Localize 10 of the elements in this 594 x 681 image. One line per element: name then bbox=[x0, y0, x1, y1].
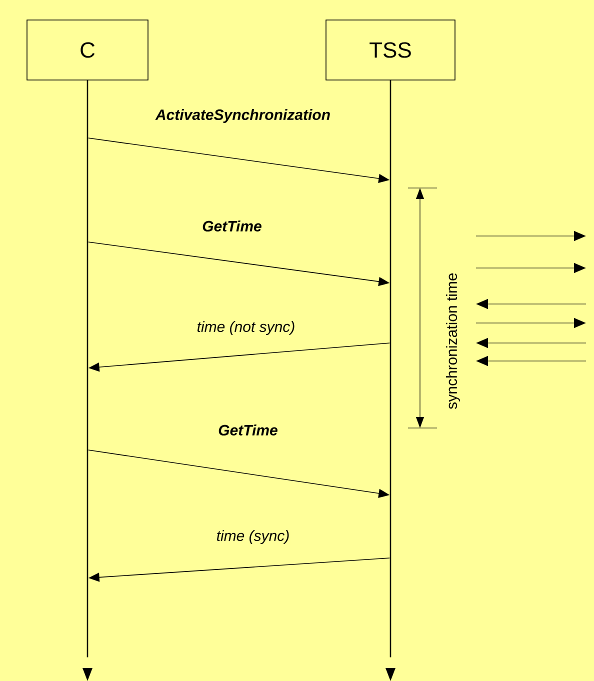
lifeline-arrow bbox=[386, 80, 396, 681]
message-label: time (not sync) bbox=[196, 320, 296, 336]
message-label: ActivateSynchronization bbox=[154, 108, 332, 124]
participant-box: C bbox=[26, 20, 148, 80]
dimension-label: synchronization time bbox=[446, 273, 460, 409]
participant-box: TSS bbox=[326, 20, 456, 80]
message-label: GetTime bbox=[217, 424, 279, 437]
lifeline-arrow bbox=[82, 80, 92, 681]
message-label: time (sync) bbox=[215, 529, 291, 545]
message-label: GetTime bbox=[201, 220, 263, 233]
